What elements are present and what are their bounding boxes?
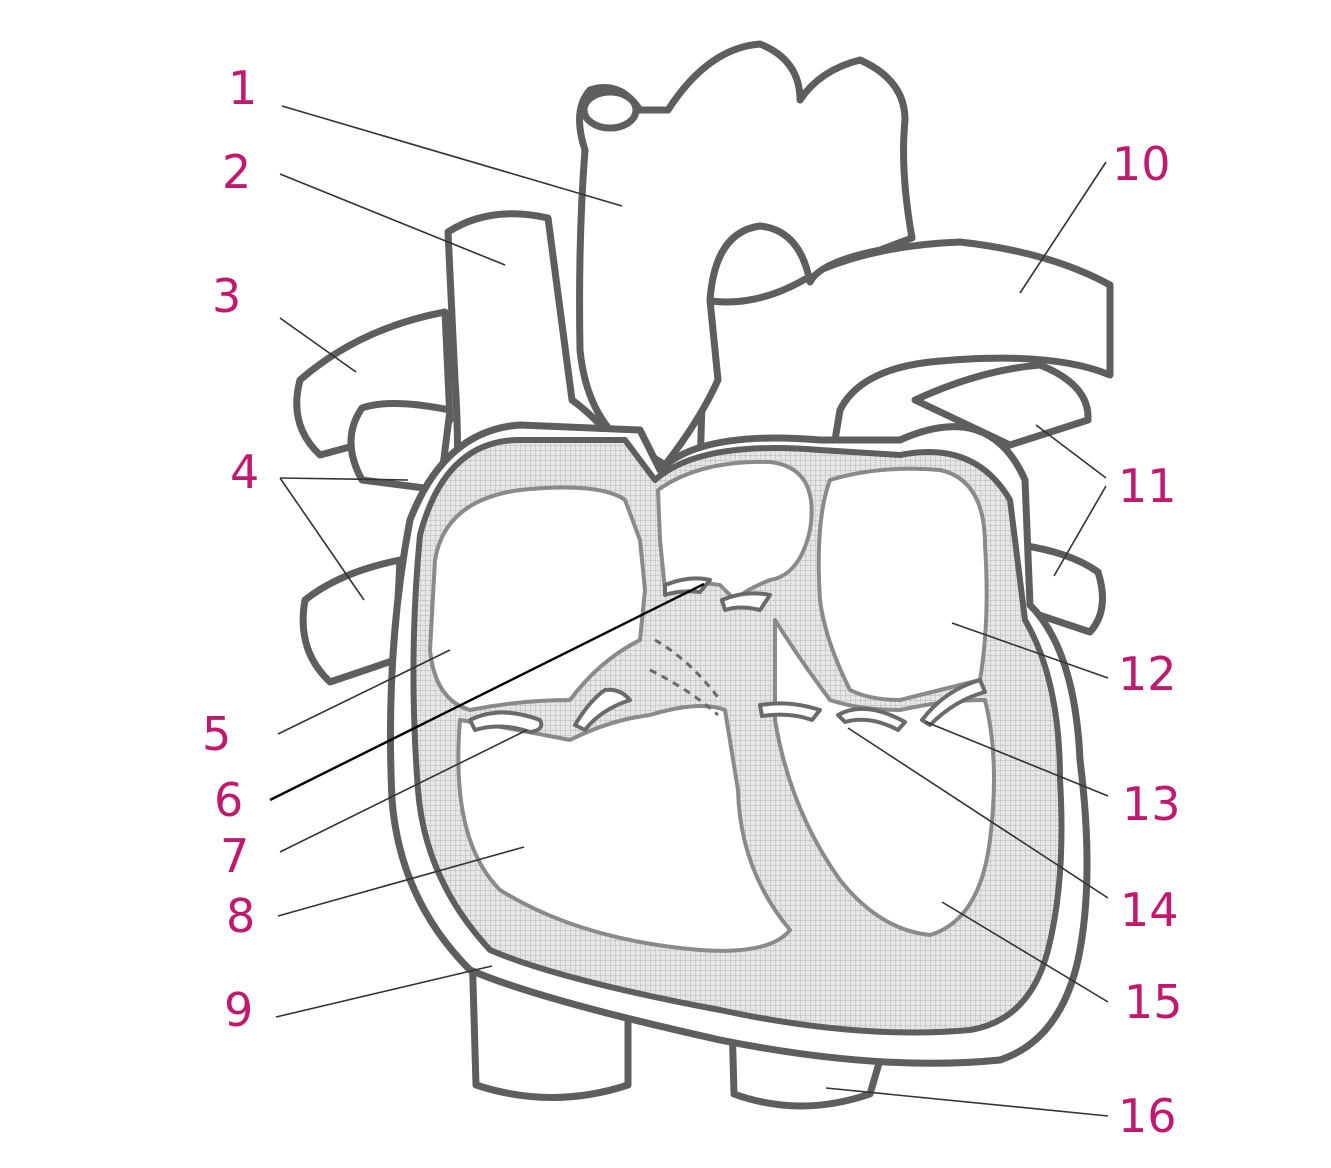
right-pulmonary-vein-lower — [299, 556, 404, 686]
leader-13 — [925, 721, 1109, 797]
leader-15 — [941, 901, 1109, 1003]
left-pulmonary-vein-lower — [1016, 541, 1106, 636]
leader-8 — [277, 846, 525, 917]
label-6: 6 — [214, 773, 243, 827]
brachiocephalic-opening — [580, 88, 640, 132]
left-ventricle — [773, 618, 996, 937]
mitral-valve-mid — [836, 706, 907, 732]
tricuspid-valve-left — [468, 710, 544, 734]
label-15: 15 — [1124, 975, 1183, 1029]
vessels-back — [293, 308, 1106, 1110]
label-2: 2 — [222, 145, 251, 199]
leader-14 — [847, 727, 1109, 899]
label-8: 8 — [226, 889, 255, 943]
label-9: 9 — [224, 983, 253, 1037]
heart-body — [386, 421, 1091, 1067]
left-pulmonary-vein-upper — [911, 361, 1092, 449]
leader-9 — [275, 965, 493, 1018]
label-16: 16 — [1118, 1089, 1177, 1143]
leader-2 — [279, 173, 506, 266]
label-5: 5 — [202, 707, 231, 761]
label-13: 13 — [1122, 777, 1181, 831]
right-pulmonary-vein-upper — [347, 400, 454, 494]
leader-11a — [1035, 424, 1107, 479]
right-atrium — [428, 485, 647, 712]
leader-lines — [269, 105, 1109, 1117]
mitral-valve-right — [920, 678, 987, 727]
label-7: 7 — [220, 829, 249, 883]
leader-4a — [279, 477, 409, 481]
leader-16 — [825, 1087, 1109, 1117]
left-atrium — [816, 466, 989, 702]
right-ventricle — [456, 704, 792, 953]
leader-11b — [1053, 485, 1107, 577]
label-10: 10 — [1112, 137, 1171, 191]
leader-5 — [277, 649, 451, 735]
mitral-valve-left — [758, 701, 822, 722]
pulmonary-valve — [720, 591, 772, 612]
leader-7 — [279, 729, 528, 853]
label-4: 4 — [230, 445, 259, 499]
aortic-root — [656, 459, 814, 602]
label-11: 11 — [1118, 459, 1177, 513]
leader-3 — [279, 317, 357, 373]
tricuspid-valve-right — [573, 687, 632, 732]
label-12: 12 — [1118, 647, 1177, 701]
label-14: 14 — [1120, 883, 1179, 937]
label-3: 3 — [212, 269, 241, 323]
aortic-valve — [663, 576, 712, 597]
septum-dashes-2 — [649, 668, 719, 717]
leader-4b — [279, 477, 365, 601]
labels: 1 2 3 4 5 6 7 8 9 10 11 12 13 14 15 16 — [202, 61, 1183, 1143]
septum-dashes — [654, 638, 722, 701]
leader-6 — [269, 582, 705, 802]
leader-10 — [1019, 161, 1107, 294]
label-1: 1 — [228, 61, 257, 115]
leader-12 — [951, 622, 1109, 679]
leader-1 — [281, 105, 623, 207]
